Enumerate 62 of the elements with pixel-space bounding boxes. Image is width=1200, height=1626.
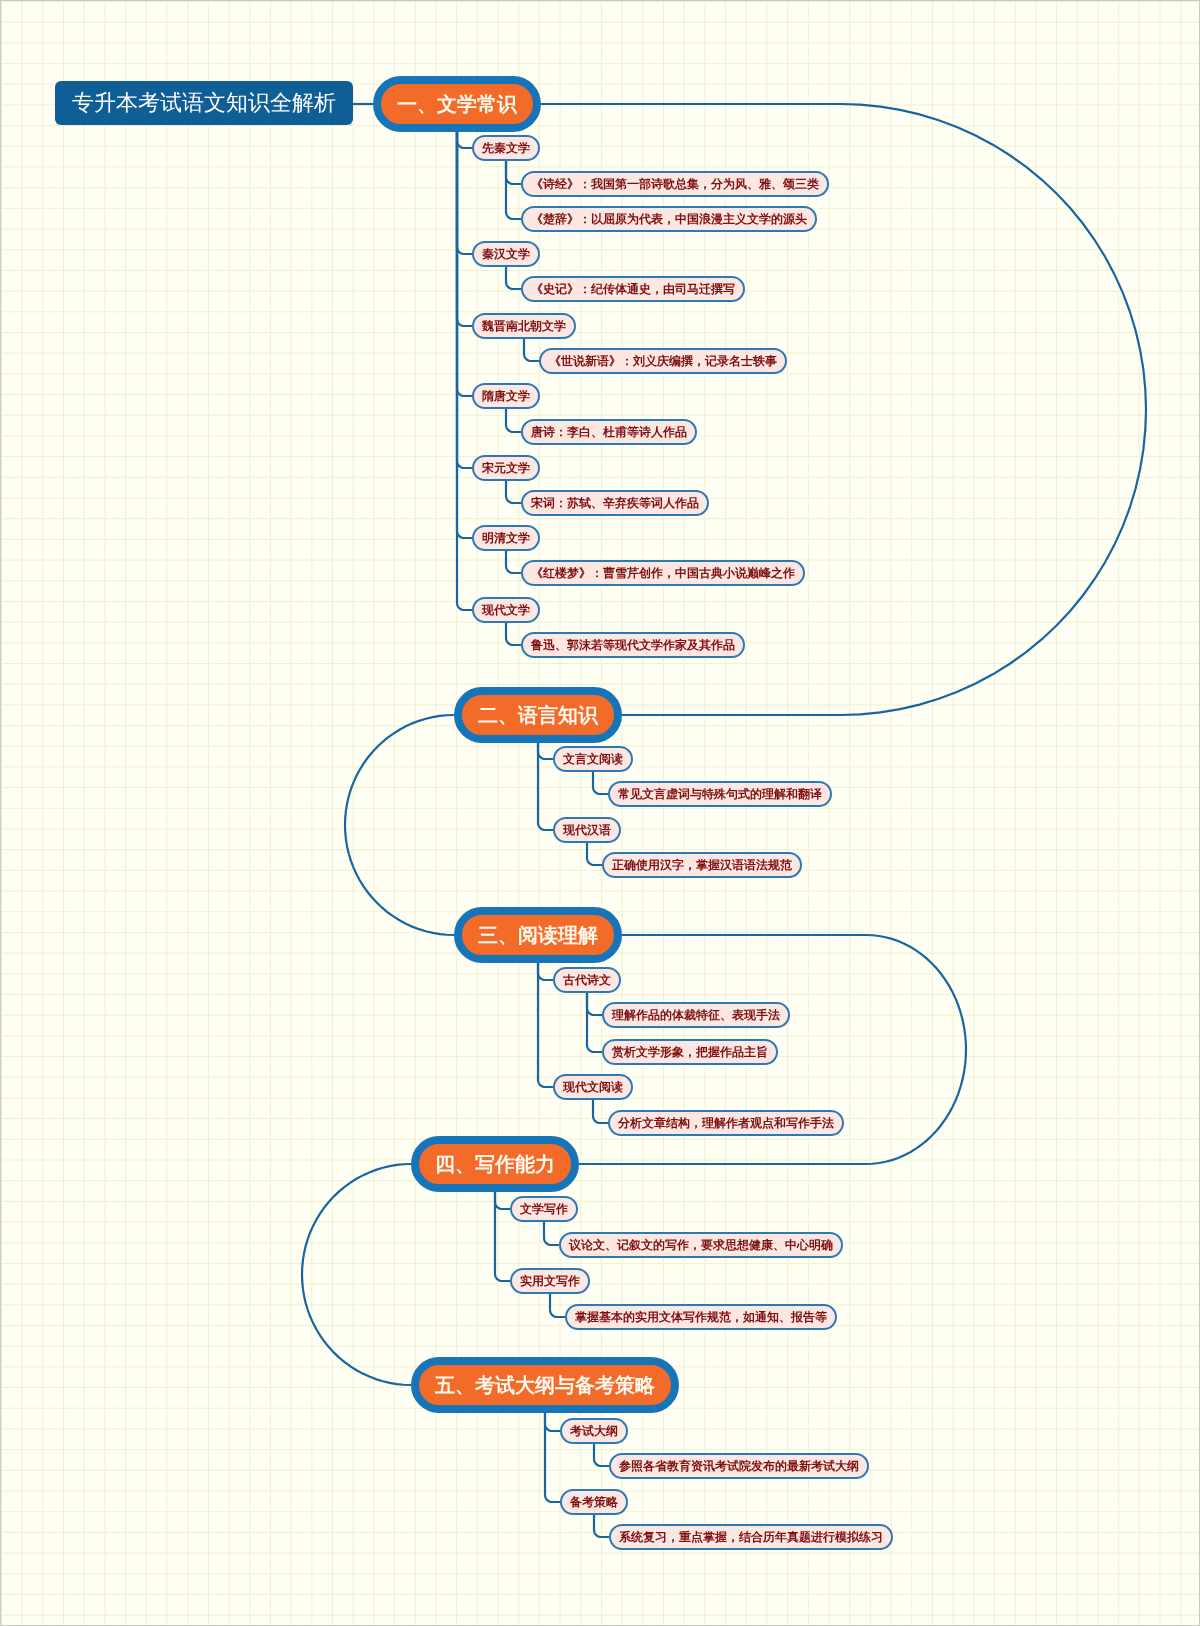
connector-line <box>353 102 373 106</box>
branch-line <box>585 843 602 867</box>
branch-line <box>592 1444 609 1468</box>
branch-line <box>504 161 521 221</box>
detail-pill: 唐诗：李白、杜甫等诗人作品 <box>521 419 697 445</box>
branch-line <box>591 1100 608 1125</box>
detail-pill: 《红楼梦》：曹雪芹创作，中国古典小说巅峰之作 <box>521 560 805 586</box>
branch-line <box>504 409 521 434</box>
connector-curve <box>343 713 456 937</box>
subtopic-pill: 文学写作 <box>510 1196 578 1222</box>
subtopic-pill: 考试大纲 <box>560 1418 628 1444</box>
subtopic-pill: 文言文阅读 <box>553 746 633 772</box>
detail-pill: 分析文章结构，理解作者观点和写作手法 <box>608 1110 844 1136</box>
detail-pill: 宋词：苏轼、辛弃疾等词人作品 <box>521 490 709 516</box>
detail-pill: 参照各省教育资讯考试院发布的最新考试大纲 <box>609 1453 869 1479</box>
detail-pill: 常见文言虚词与特殊句式的理解和翻译 <box>608 781 832 807</box>
detail-pill: 赏析文学形象，把握作品主旨 <box>602 1039 778 1065</box>
branch-line <box>504 481 521 505</box>
subtopic-pill: 隋唐文学 <box>472 383 540 409</box>
subtopic-pill: 魏晋南北朝文学 <box>472 313 576 339</box>
detail-pill: 《世说新语》：刘义庆编撰，记录名士轶事 <box>539 348 787 374</box>
branch-line <box>536 743 553 832</box>
branch-line <box>592 1515 609 1539</box>
connector-curve <box>541 102 1148 717</box>
connector-curve <box>300 1162 413 1387</box>
subtopic-pill: 实用文写作 <box>510 1268 590 1294</box>
subtopic-pill: 现代汉语 <box>553 817 621 843</box>
branch-line <box>493 1192 510 1283</box>
subtopic-pill: 现代文学 <box>472 597 540 623</box>
branch-line <box>504 551 521 575</box>
branch-line <box>504 267 521 291</box>
subtopic-pill: 现代文阅读 <box>553 1074 633 1100</box>
subtopic-pill: 宋元文学 <box>472 455 540 481</box>
central-topic-box: 专升本考试语文知识全解析 <box>55 81 353 125</box>
detail-pill: 议论文、记叙文的写作，要求思想健康、中心明确 <box>559 1232 843 1258</box>
detail-pill: 正确使用汉字，掌握汉语语法规范 <box>602 852 802 878</box>
subtopic-pill: 明清文学 <box>472 525 540 551</box>
branch-line <box>543 1413 560 1504</box>
detail-pill: 掌握基本的实用文体写作规范，如通知、报告等 <box>565 1304 837 1330</box>
branch-line <box>585 993 602 1054</box>
branch-line <box>504 623 521 647</box>
subtopic-pill: 古代诗文 <box>553 967 621 993</box>
branch-line <box>548 1294 565 1319</box>
detail-pill: 《诗经》：我国第一部诗歌总集，分为风、雅、颂三类 <box>521 171 829 197</box>
branch-line <box>542 1222 559 1247</box>
subtopic-pill: 备考策略 <box>560 1489 628 1515</box>
subtopic-pill: 先秦文学 <box>472 135 540 161</box>
branch-line <box>522 339 539 363</box>
branch-line <box>591 772 608 796</box>
detail-pill: 系统复习，重点掌握，结合历年真题进行模拟练习 <box>609 1524 893 1550</box>
main-topic-pill: 二、语言知识 <box>454 687 622 743</box>
main-topic-pill: 五、考试大纲与备考策略 <box>411 1357 679 1413</box>
branch-line <box>536 963 553 1089</box>
main-topic-pill: 三、阅读理解 <box>454 907 622 963</box>
main-topic-pill: 一、文学常识 <box>373 76 541 132</box>
detail-pill: 鲁迅、郭沫若等现代文学作家及其作品 <box>521 632 745 658</box>
detail-pill: 《史记》：纪传体通史，由司马迁撰写 <box>521 276 745 302</box>
subtopic-pill: 秦汉文学 <box>472 241 540 267</box>
main-topic-pill: 四、写作能力 <box>411 1136 579 1192</box>
connector-curve <box>579 933 968 1166</box>
detail-pill: 理解作品的体裁特征、表现手法 <box>602 1002 790 1028</box>
detail-pill: 《楚辞》：以屈原为代表，中国浪漫主义文学的源头 <box>521 206 817 232</box>
